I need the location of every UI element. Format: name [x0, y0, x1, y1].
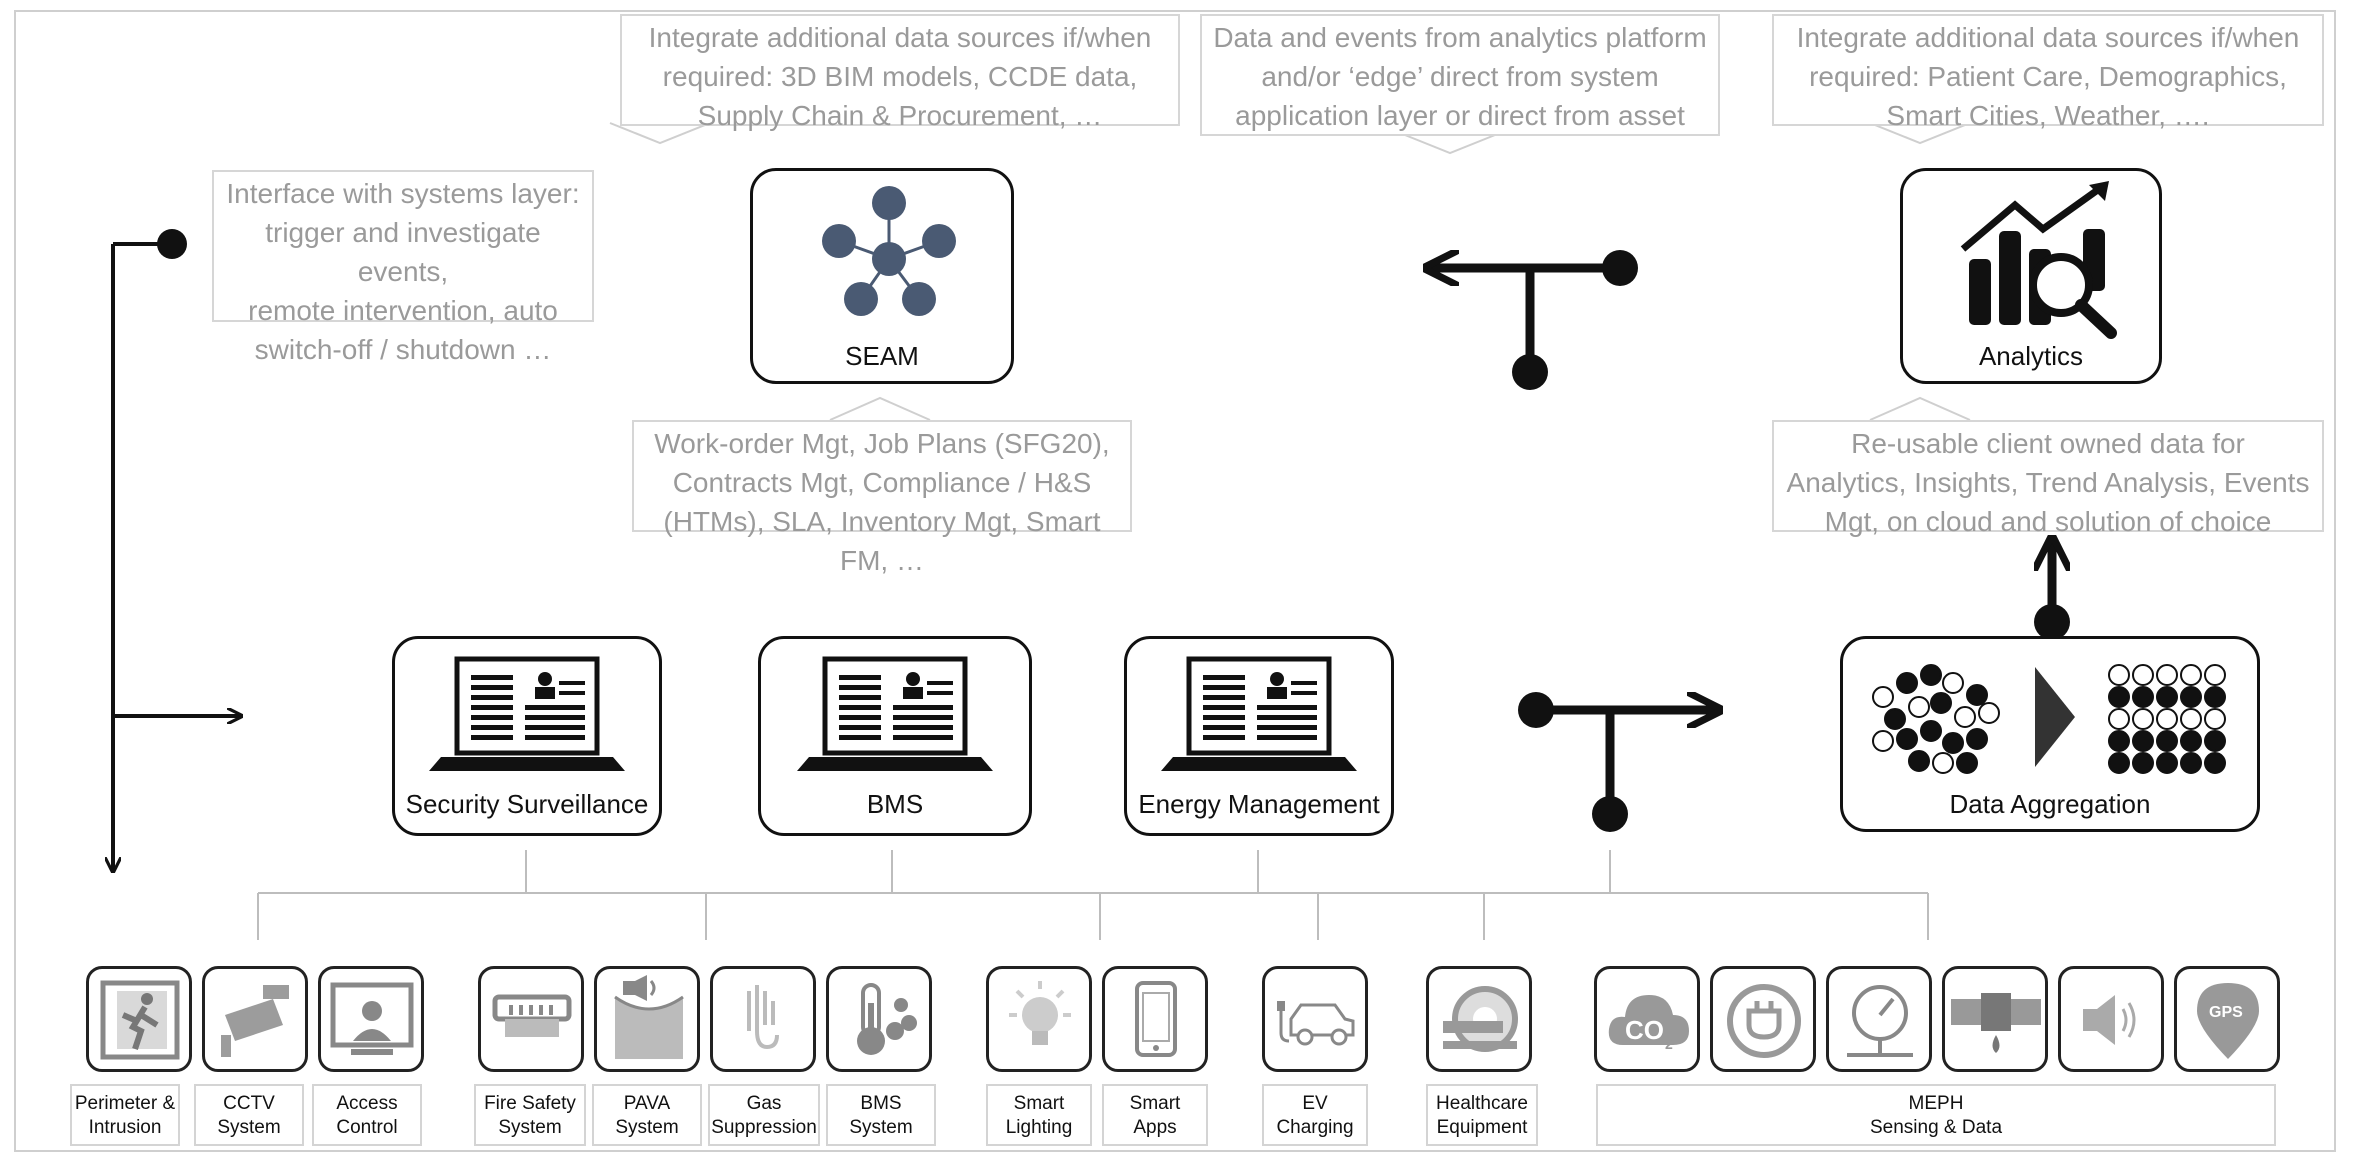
- gps-text: GPS: [2209, 1004, 2243, 1021]
- cctv-system-label: CCTV System: [194, 1084, 304, 1146]
- diagram-frame: [14, 10, 2336, 1152]
- fire-safety-icon: [478, 966, 584, 1072]
- laptop-icon: [1161, 656, 1357, 771]
- note-interface-systems-layer: Interface with systems layer: trigger an…: [212, 170, 594, 365]
- gas-suppression-label: Gas Suppression: [708, 1084, 820, 1146]
- security-surveillance-node: Security Surveillance: [392, 636, 662, 836]
- aggregation-icon: [1872, 664, 2226, 774]
- pava-system-label: PAVA System: [592, 1084, 702, 1146]
- pipe-leak-icon: [1942, 966, 2048, 1072]
- smart-lighting-bulb-icon: [986, 966, 1092, 1072]
- bms-node: BMS: [758, 636, 1032, 836]
- note-seam-functions: Work-order Mgt, Job Plans (SFG20), Contr…: [632, 420, 1132, 576]
- smart-lighting-label: Smart Lighting: [986, 1084, 1092, 1146]
- note-pointer: [1869, 122, 1971, 145]
- analytics-to-seam-connector: [1430, 250, 1638, 390]
- energy-management-node: Energy Management: [1124, 636, 1394, 836]
- note-pointer: [829, 396, 931, 421]
- seam-node: SEAM: [750, 168, 1014, 384]
- pressure-gauge-icon: [1826, 966, 1932, 1072]
- analytics-chart-icon: [1960, 181, 2117, 339]
- note-additional-sources-patient: Integrate additional data sources if/whe…: [1772, 14, 2324, 131]
- systems-to-aggregation-connector: [1518, 692, 1716, 832]
- co2-text: CO: [1625, 1015, 1664, 1045]
- pava-speaker-icon: [594, 966, 700, 1072]
- note-pointer: [1399, 132, 1501, 155]
- healthcare-scanner-icon: [1426, 966, 1532, 1072]
- ev-charging-label: EV Charging: [1262, 1084, 1368, 1146]
- data-aggregation-node: Data Aggregation: [1840, 636, 2260, 832]
- network-icon: [822, 186, 956, 316]
- energy-management-label: Energy Management: [1138, 789, 1380, 819]
- note-reusable-data: Re-usable client owned data for Analytic…: [1772, 420, 2324, 537]
- analytics-label: Analytics: [1978, 341, 2084, 371]
- laptop-icon: [429, 656, 625, 771]
- gps-pin-icon: GPS: [2174, 966, 2280, 1072]
- power-plug-icon: [1710, 966, 1816, 1072]
- security-surveillance-label: Security Surveillance: [405, 789, 649, 819]
- analytics-node: Analytics: [1900, 168, 2162, 384]
- cctv-camera-icon: [202, 966, 308, 1072]
- bms-label: BMS: [866, 789, 924, 819]
- note-data-events: Data and events from analytics platform …: [1200, 14, 1720, 136]
- device-bus: [257, 850, 1929, 940]
- perimeter-intrusion-icon: [86, 966, 192, 1072]
- access-control-icon: [318, 966, 424, 1072]
- left-loop-connector: [113, 229, 240, 870]
- note-pointer: [609, 122, 711, 145]
- sound-speaker-icon: [2058, 966, 2164, 1072]
- healthcare-equipment-label: Healthcare Equipment: [1426, 1084, 1538, 1146]
- access-control-label: Access Control: [312, 1084, 422, 1146]
- co2-subscript: 2: [1665, 1036, 1673, 1052]
- note-pointer: [1869, 396, 1971, 421]
- perimeter-intrusion-label: Perimeter & Intrusion: [70, 1084, 180, 1146]
- laptop-icon: [797, 656, 993, 771]
- data-aggregation-label: Data Aggregation: [1949, 789, 2151, 819]
- smart-apps-phone-icon: [1102, 966, 1208, 1072]
- seam-label: SEAM: [845, 341, 919, 371]
- fire-safety-system-label: Fire Safety System: [474, 1084, 586, 1146]
- note-additional-sources-bim: Integrate additional data sources if/whe…: [620, 14, 1180, 131]
- meph-sensing-label: MEPH Sensing & Data: [1596, 1084, 2276, 1146]
- aggregation-to-analytics-connector: [2034, 542, 2070, 640]
- ev-charging-car-icon: [1262, 966, 1368, 1072]
- bms-thermometer-icon: [826, 966, 932, 1072]
- bms-system-label: BMS System: [826, 1084, 936, 1146]
- smart-apps-label: Smart Apps: [1102, 1084, 1208, 1146]
- gas-suppression-icon: [710, 966, 816, 1072]
